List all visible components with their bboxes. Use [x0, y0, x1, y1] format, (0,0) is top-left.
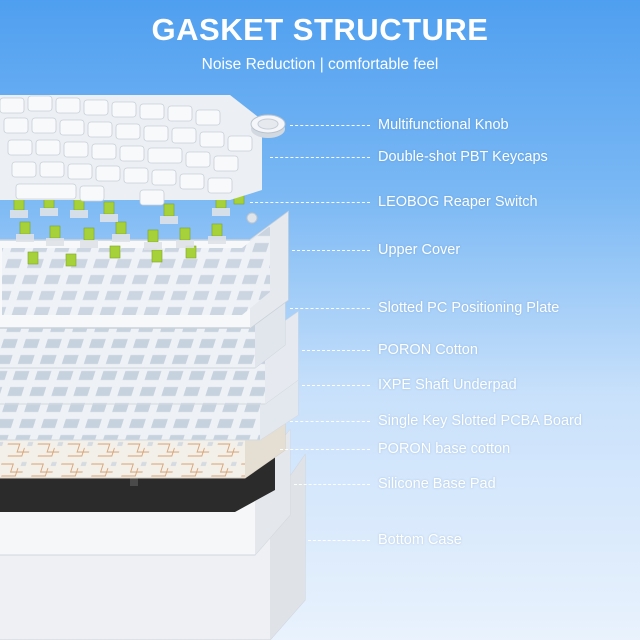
- label-ixpe-underpad: IXPE Shaft Underpad: [378, 377, 517, 393]
- label-positioning-plate: Slotted PC Positioning Plate: [378, 300, 560, 316]
- leader-line-pcba-board: [290, 421, 370, 422]
- label-multifunctional-knob: Multifunctional Knob: [378, 117, 509, 133]
- label-poron-cotton: PORON Cotton: [378, 342, 478, 358]
- label-pcba-board: Single Key Slotted PCBA Board: [378, 413, 582, 429]
- knob-illustration: [250, 114, 286, 138]
- label-switch: LEOBOG Reaper Switch: [378, 194, 538, 210]
- label-silicone-base-pad: Silicone Base Pad: [378, 476, 496, 492]
- switch-layer: [10, 191, 245, 267]
- leader-line-bottom-case: [308, 540, 370, 541]
- leader-line-poron-base-cotton: [280, 449, 370, 450]
- leader-line-silicone-base-pad: [294, 484, 370, 485]
- leader-line-poron-cotton: [302, 350, 370, 351]
- leader-line-switch: [250, 202, 370, 203]
- keycap-layer: [0, 95, 262, 206]
- label-poron-base-cotton: PORON base cotton: [378, 441, 511, 457]
- label-keycaps: Double-shot PBT Keycaps: [378, 149, 548, 165]
- page-subtitle: Noise Reduction | comfortable feel: [201, 56, 439, 73]
- leader-line-knob: [290, 125, 370, 126]
- leader-line-upper-cover: [292, 250, 370, 251]
- label-bottom-case: Bottom Case: [378, 532, 462, 548]
- leader-line-positioning-plate: [290, 308, 370, 309]
- page-title: GASKET STRUCTURE: [151, 12, 489, 47]
- leader-line-ixpe-underpad: [302, 385, 370, 386]
- label-upper-cover: Upper Cover: [378, 242, 461, 258]
- leader-line-keycaps: [270, 157, 370, 158]
